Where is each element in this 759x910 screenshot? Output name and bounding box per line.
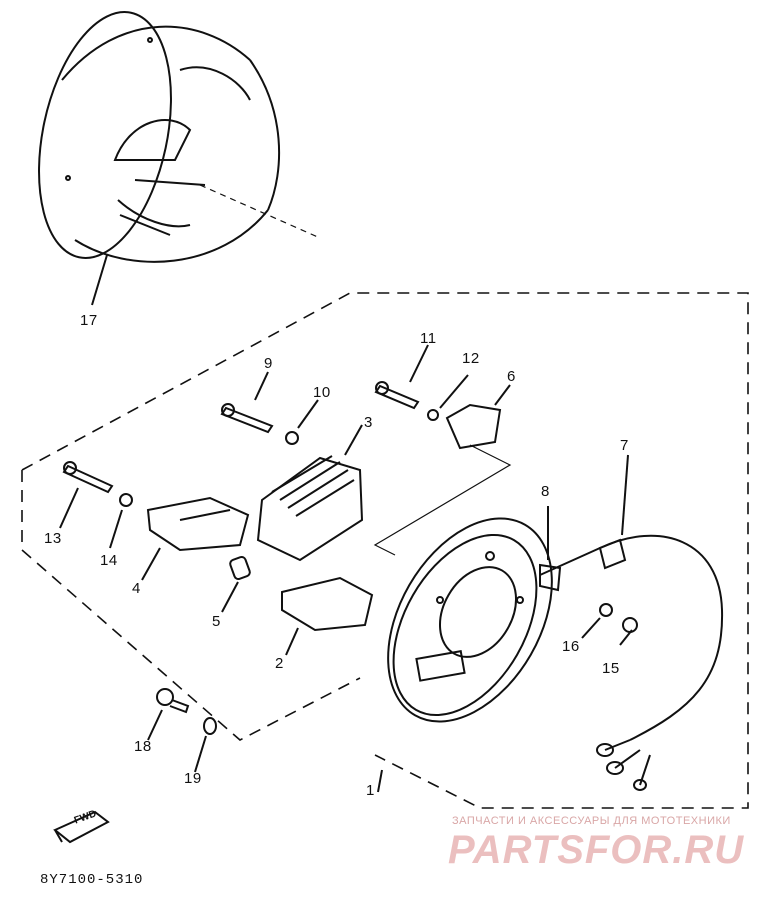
coil-4	[141, 496, 250, 581]
label-2: 2	[275, 655, 284, 672]
stator-plate	[387, 517, 553, 723]
washer-19	[203, 717, 217, 735]
washer-10	[285, 431, 299, 445]
part-number: 8Y7100-5310	[40, 872, 144, 888]
label-15: 15	[602, 660, 620, 677]
screw-18	[147, 688, 190, 741]
label-4: 4	[132, 580, 141, 597]
label-9: 9	[264, 355, 273, 372]
label-7: 7	[620, 437, 629, 454]
fwd-arrow	[53, 810, 110, 844]
label-13: 13	[44, 530, 62, 547]
screw-15	[619, 617, 638, 646]
coil-2	[281, 576, 374, 656]
screw-11	[374, 344, 429, 410]
clamp	[539, 506, 562, 592]
stator-boundary	[21, 292, 749, 809]
source-coil	[256, 424, 364, 562]
washer-14	[119, 493, 133, 507]
screw-9	[220, 371, 274, 434]
screw-13	[59, 461, 114, 529]
flywheel-rotor	[38, 11, 281, 306]
watermark-brand: PARTSFOR.RU	[448, 828, 745, 872]
label-3: 3	[364, 414, 373, 431]
collar	[229, 555, 251, 581]
label-5: 5	[212, 613, 221, 630]
label-11: 11	[420, 330, 437, 347]
lead-wire	[539, 454, 724, 791]
label-18: 18	[134, 738, 152, 755]
label-16: 16	[562, 638, 580, 655]
label-17: 17	[80, 312, 98, 329]
label-19: 19	[184, 770, 202, 787]
coil-6	[373, 384, 512, 556]
label-6: 6	[507, 368, 516, 385]
label-14: 14	[100, 552, 118, 569]
label-10: 10	[313, 384, 331, 401]
washer-16	[599, 603, 613, 617]
washer-12	[427, 409, 439, 421]
label-1: 1	[366, 782, 375, 799]
watermark-tagline: ЗАПЧАСТИ И АКСЕССУАРЫ ДЛЯ МОТОТЕХНИКИ	[452, 815, 731, 827]
label-12: 12	[462, 350, 480, 367]
label-8: 8	[541, 483, 550, 500]
